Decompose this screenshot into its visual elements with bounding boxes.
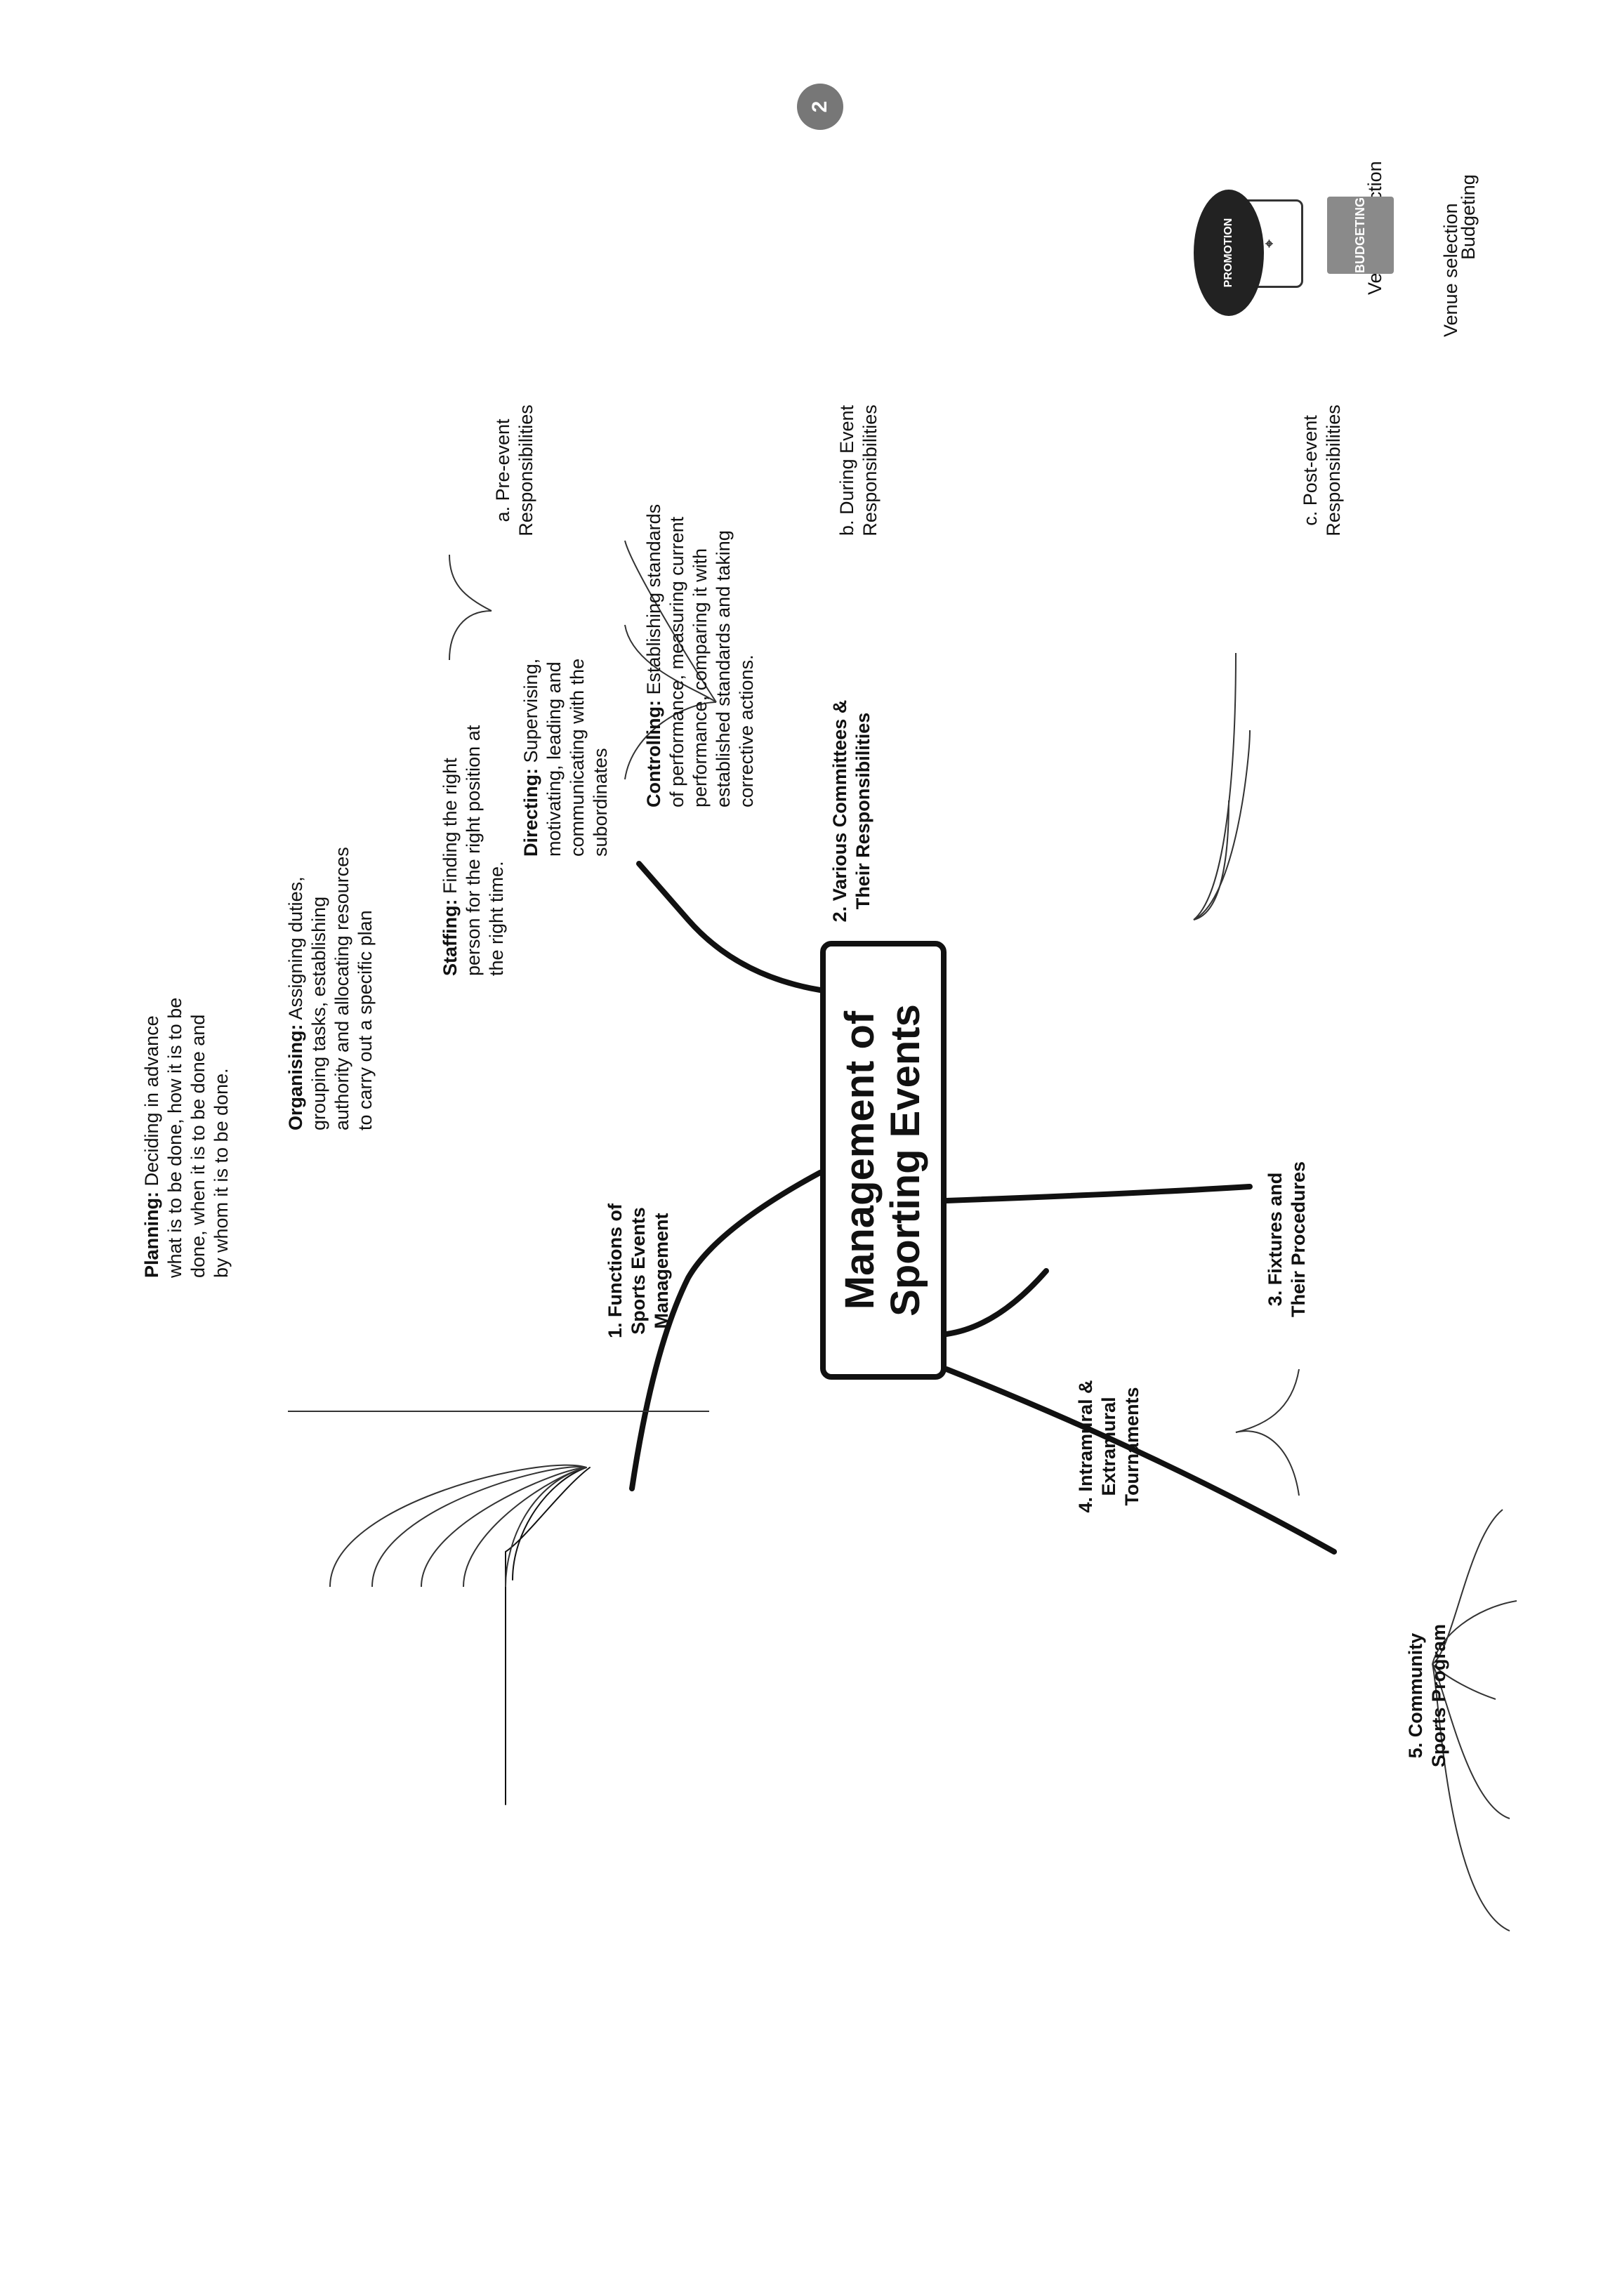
connector-root-fixtures	[944, 1184, 1253, 1203]
connector-root-tournaments	[944, 1268, 1049, 1337]
connector-root-community	[944, 1366, 1337, 1555]
fan-planning	[505, 1467, 591, 1805]
connector-root-committees	[636, 861, 823, 993]
